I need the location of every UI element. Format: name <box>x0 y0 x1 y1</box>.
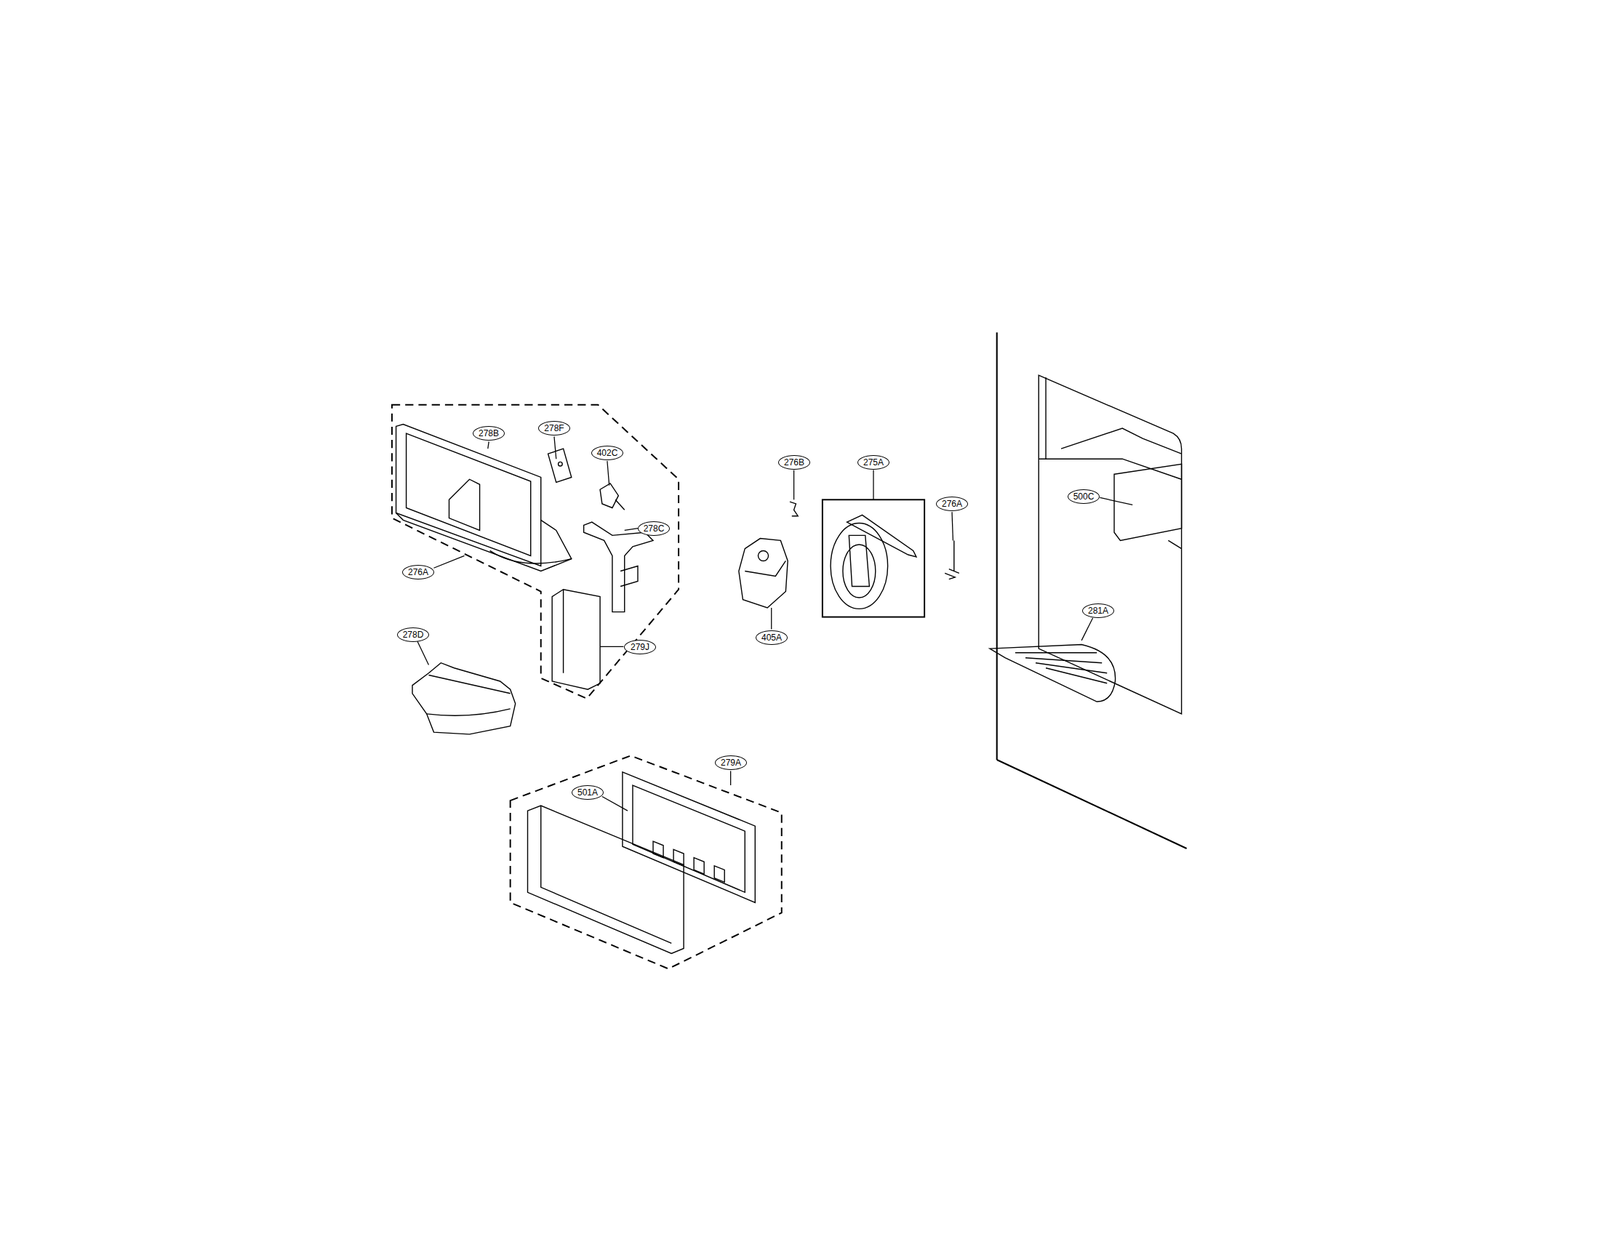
callout-number: 500C <box>1067 489 1100 504</box>
callout-number: 276B <box>778 455 811 470</box>
callout-number: 278D <box>397 627 430 643</box>
callout-number: 276A <box>402 565 435 580</box>
leader-lines <box>417 436 1133 811</box>
callout-number: 281A <box>1082 603 1115 619</box>
callout-number: 278B <box>472 426 505 441</box>
callout-number: 402C <box>591 445 624 461</box>
callout-number: 501A <box>571 785 604 800</box>
callout-number: 405A <box>755 630 788 646</box>
callout-number: 279J <box>624 640 656 655</box>
callout-number: 279A <box>714 755 747 771</box>
callout-number: 276A <box>936 496 968 512</box>
callout-number: 278F <box>538 421 571 436</box>
callout-number: 275A <box>857 455 890 470</box>
callout-number: 278C <box>637 521 670 536</box>
line-art <box>392 332 1187 969</box>
